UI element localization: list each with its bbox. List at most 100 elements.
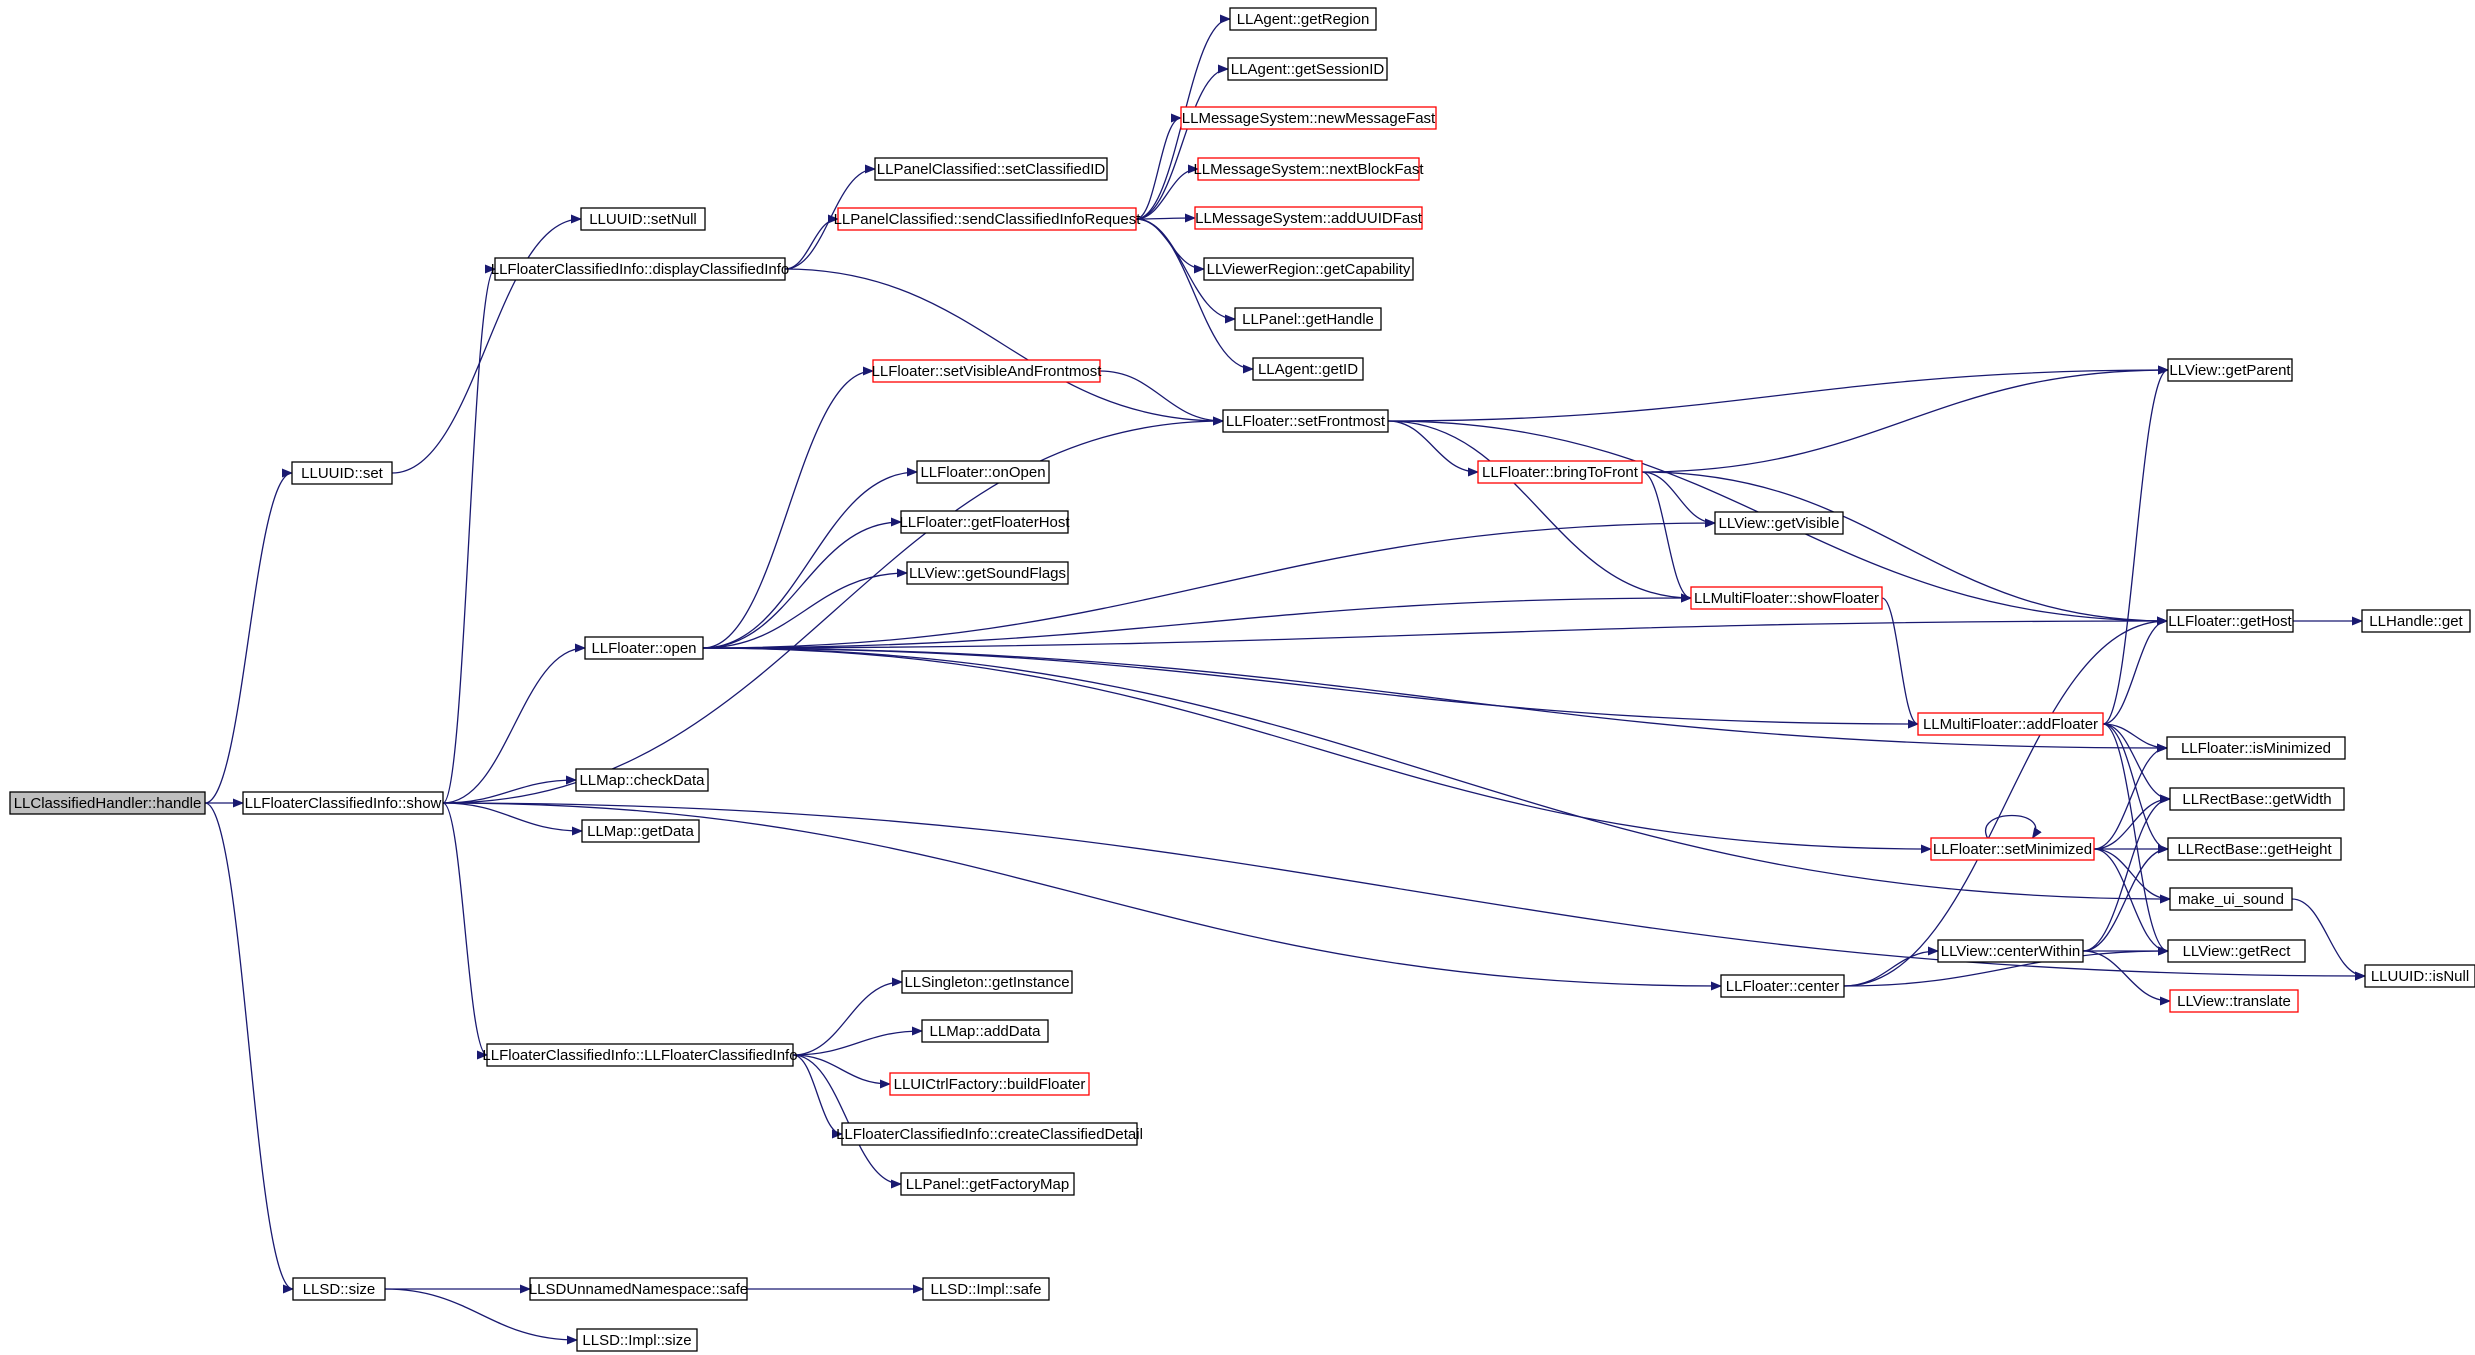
node-llsd_size[interactable]: LLSD::size [292, 1277, 386, 1301]
node-agentid[interactable]: LLAgent::getID [1252, 357, 1364, 381]
node-handle[interactable]: LLClassifiedHandler::handle [9, 791, 206, 815]
node-label: LLMultiFloater::addFloater [1923, 716, 2098, 733]
node-getvisible[interactable]: LLView::getVisible [1714, 511, 1844, 535]
node-isnull[interactable]: LLUUID::isNull [2364, 964, 2475, 988]
edge-centerwithin-to-getwidth [2082, 794, 2171, 952]
node-nsafe[interactable]: LLSDUnnamedNamespace::safe [529, 1277, 748, 1301]
node-addfloater[interactable]: LLMultiFloater::addFloater [1917, 712, 2104, 736]
node-panelhandle[interactable]: LLPanel::getHandle [1234, 307, 1382, 331]
edge-open-to-isminimized [702, 647, 2168, 753]
node-getcap[interactable]: LLViewerRegion::getCapability [1203, 257, 1414, 281]
node-onopen[interactable]: LLFloater::onOpen [916, 460, 1050, 484]
node-buildfloater[interactable]: LLUICtrlFactory::buildFloater [889, 1072, 1090, 1096]
node-ctor[interactable]: LLFloaterClassifiedInfo::LLFloaterClassi… [482, 1043, 798, 1067]
edge-bringfront-to-showfloater [1641, 471, 1692, 603]
node-label: LLRectBase::getWidth [2182, 791, 2331, 808]
node-setclassid[interactable]: LLPanelClassified::setClassifiedID [874, 157, 1108, 181]
edge-ctor-to-createdetail [792, 1054, 843, 1139]
node-label: LLUUID::isNull [2371, 968, 2469, 985]
node-getrect[interactable]: LLView::getRect [2167, 939, 2306, 963]
node-nextblock[interactable]: LLMessageSystem::nextBlockFast [1193, 157, 1424, 181]
node-label: LLPanel::getHandle [1242, 311, 1374, 328]
edge-open-to-makesound [702, 647, 2171, 904]
node-setfront[interactable]: LLFloater::setFrontmost [1222, 409, 1389, 433]
node-box [2169, 787, 2345, 811]
node-checkdata[interactable]: LLMap::checkData [575, 768, 709, 792]
node-label: LLFloater::getFloaterHost [899, 514, 1070, 531]
node-box [1227, 57, 1388, 81]
node-newmsg[interactable]: LLMessageSystem::newMessageFast [1180, 106, 1437, 130]
node-box [1203, 257, 1414, 281]
node-getdata[interactable]: LLMap::getData [581, 819, 700, 843]
edge-show-to-checkdata [442, 775, 577, 804]
node-label: LLPanelClassified::setClassifiedID [877, 161, 1106, 178]
edge-show-to-isnull [442, 802, 2366, 981]
node-uuid_set[interactable]: LLUUID::set [291, 461, 393, 485]
node-createdetail[interactable]: LLFloaterClassifiedInfo::createClassifie… [836, 1122, 1143, 1146]
node-label: LLUUID::setNull [589, 211, 697, 228]
node-adduuid[interactable]: LLMessageSystem::addUUIDFast [1194, 206, 1423, 230]
edge-setfront-to-getparent [1387, 365, 2169, 422]
node-label: LLMessageSystem::nextBlockFast [1193, 161, 1424, 178]
node-box [1714, 511, 1844, 535]
node-makesound[interactable]: make_ui_sound [2169, 887, 2293, 911]
node-getwidth[interactable]: LLRectBase::getWidth [2169, 787, 2345, 811]
edge-center-to-getrect [1843, 946, 2169, 987]
node-getregion[interactable]: LLAgent::getRegion [1229, 7, 1377, 31]
node-box [292, 1277, 386, 1301]
node-box [2167, 939, 2306, 963]
node-label: LLMap::checkData [579, 772, 705, 789]
node-box [1720, 974, 1845, 998]
node-label: LLAgent::getRegion [1237, 11, 1370, 28]
edge-addfloater-to-isminimized [2102, 723, 2168, 753]
node-translate[interactable]: LLView::translate [2169, 989, 2299, 1013]
node-getparent[interactable]: LLView::getParent [2167, 358, 2293, 382]
node-sendreq[interactable]: LLPanelClassified::sendClassifiedInfoReq… [834, 207, 1142, 231]
edge-sendreq-to-adduuid [1135, 213, 1196, 223]
node-adddata[interactable]: LLMap::addData [921, 1019, 1049, 1043]
node-label: LLFloaterClassifiedInfo::createClassifie… [836, 1126, 1143, 1143]
node-center[interactable]: LLFloater::center [1720, 974, 1845, 998]
node-implsize[interactable]: LLSD::Impl::size [576, 1328, 698, 1352]
node-box [1197, 157, 1420, 181]
node-soundflags[interactable]: LLView::getSoundFlags [906, 561, 1069, 585]
edge-setminimized-to-makesound [2093, 848, 2171, 904]
edge-center-to-gethost [1843, 616, 2168, 987]
node-bringfront[interactable]: LLFloater::bringToFront [1477, 460, 1643, 484]
node-label: LLFloaterClassifiedInfo::LLFloaterClassi… [482, 1047, 797, 1064]
node-box [1917, 712, 2104, 736]
node-box [2166, 736, 2346, 760]
node-box [1234, 307, 1382, 331]
node-label: LLUUID::set [301, 465, 384, 482]
node-singleton[interactable]: LLSingleton::getInstance [901, 970, 1073, 994]
edge-setminimized-to-getwidth [2093, 794, 2171, 850]
node-gethost[interactable]: LLFloater::getHost [2166, 609, 2294, 633]
node-uuid_setnull[interactable]: LLUUID::setNull [580, 207, 706, 231]
node-centerwithin[interactable]: LLView::centerWithin [1937, 939, 2084, 963]
node-floaterhost[interactable]: LLFloater::getFloaterHost [899, 510, 1070, 534]
edge-center-to-centerwithin [1843, 946, 1939, 987]
edge-sendreq-to-getsession [1135, 64, 1229, 220]
node-box [1690, 586, 1883, 610]
node-getheight[interactable]: LLRectBase::getHeight [2167, 837, 2342, 861]
edge-centerwithin-to-translate [2082, 950, 2171, 1006]
node-label: LLMessageSystem::addUUIDFast [1195, 210, 1423, 227]
node-getsession[interactable]: LLAgent::getSessionID [1227, 57, 1388, 81]
node-isminimized[interactable]: LLFloater::isMinimized [2166, 736, 2346, 760]
node-setvisfront[interactable]: LLFloater::setVisibleAndFrontmost [872, 359, 1103, 383]
node-setminimized[interactable]: LLFloater::setMinimized [1930, 837, 2095, 861]
node-box [1180, 106, 1437, 130]
node-handleget[interactable]: LLHandle::get [2361, 609, 2471, 633]
node-implsafe[interactable]: LLSD::Impl::safe [922, 1277, 1050, 1301]
node-showfloater[interactable]: LLMultiFloater::showFloater [1690, 586, 1883, 610]
node-factorymap[interactable]: LLPanel::getFactoryMap [900, 1172, 1075, 1196]
node-box [872, 359, 1101, 383]
node-label: LLRectBase::getHeight [2177, 841, 2332, 858]
node-box [900, 510, 1069, 534]
node-show[interactable]: LLFloaterClassifiedInfo::show [242, 791, 444, 815]
node-display[interactable]: LLFloaterClassifiedInfo::displayClassifi… [491, 257, 789, 281]
node-box [2169, 887, 2293, 911]
node-box [529, 1277, 748, 1301]
node-open[interactable]: LLFloater::open [584, 636, 704, 660]
node-box [922, 1277, 1050, 1301]
